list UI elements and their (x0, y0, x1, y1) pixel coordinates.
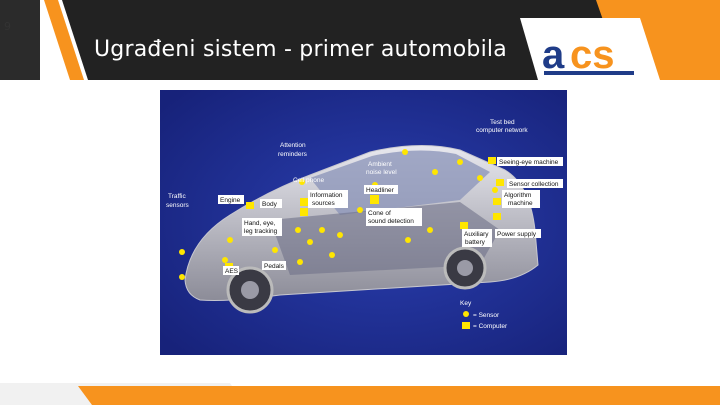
legend-computer-square (462, 322, 470, 329)
label-sensors: sensors (166, 202, 190, 209)
label-headliner: Headliner (366, 187, 395, 194)
slide-title: Ugrađeni sistem - primer automobila (94, 37, 507, 62)
legend-computer-label: = Computer (473, 323, 508, 330)
label-engine: Engine (220, 197, 241, 204)
label-pedals: Pedals (264, 263, 285, 270)
label-sound-detection: sound detection (368, 218, 414, 225)
label-seeing-eye: Seeing-eye machine (499, 159, 559, 166)
svg-text:cs: cs (570, 33, 615, 77)
acs-logo: a cs (542, 33, 634, 77)
orange-stripe-left (44, 0, 84, 80)
label-test-bed: Test bed (490, 119, 515, 126)
label-cone-of: Cone of (368, 210, 391, 217)
label-battery: battery (465, 239, 486, 246)
label-hand-eye: Hand, eye, (244, 220, 276, 227)
label-power-supply: Power supply (497, 231, 537, 238)
label-leg-tracking: leg tracking (244, 228, 278, 235)
footer-orange-strip (78, 386, 720, 405)
car-embedded-systems-diagram: Test bed computer network Seeing-eye mac… (160, 90, 567, 355)
label-sources: sources (312, 200, 336, 207)
legend-sensor-dot (463, 311, 469, 317)
label-attention: Attention (280, 142, 306, 149)
label-ambient: Ambient (368, 161, 392, 168)
footer-bar (0, 383, 720, 405)
label-algorithm: Algorithm (504, 192, 531, 199)
label-reminders: reminders (278, 151, 308, 158)
label-noise-level: noise level (366, 169, 397, 176)
label-information: Information (310, 192, 343, 199)
label-computer-network: computer network (476, 127, 528, 134)
logo-white-panel (520, 18, 660, 80)
label-machine: machine (508, 200, 533, 207)
label-cell-phone: Cell phone (293, 177, 324, 184)
label-traffic: Traffic (168, 193, 186, 200)
logo-text: a (542, 33, 565, 77)
label-auxiliary: Auxiliary (464, 231, 489, 238)
car-roof-glass (310, 150, 490, 215)
legend-key: Key = Sensor = Computer (460, 300, 508, 330)
slide-number: 9 (4, 20, 11, 33)
label-body: Body (262, 201, 278, 208)
legend-title: Key (460, 300, 472, 307)
label-aes: AES (225, 268, 239, 275)
left-dark-block (0, 0, 40, 80)
car-interior (270, 202, 500, 275)
header-band (0, 0, 720, 80)
label-sensor-collection: Sensor collection (509, 181, 559, 188)
legend-sensor-label: = Sensor (473, 312, 500, 319)
